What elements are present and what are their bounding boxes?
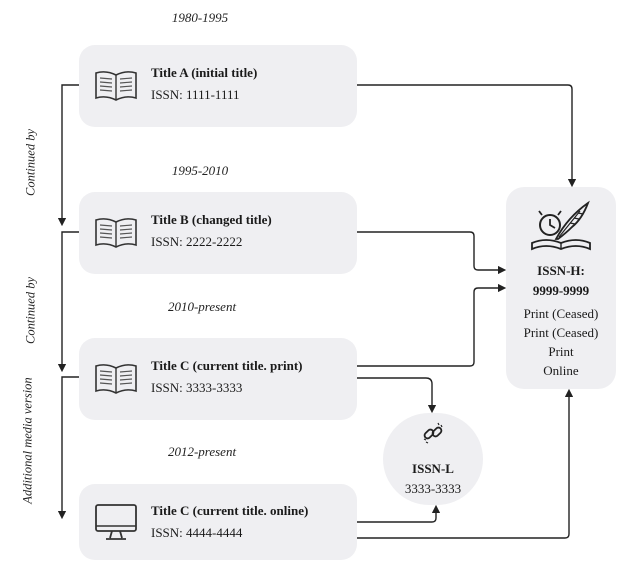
relation-label-2: Continued by — [23, 277, 38, 345]
issn-l-value: 3333-3333 — [404, 481, 462, 496]
title-c-print-to-issn-l — [357, 377, 437, 414]
issn-h-media-item: Print — [548, 344, 574, 359]
title-c-print-name: Title C (current title. print) — [151, 358, 303, 373]
issn-h-media-item: Online — [543, 363, 579, 378]
issn-h-label: ISSN-H: — [537, 263, 585, 278]
title-c-print-card: Title C (current title. print) ISSN: 333… — [79, 338, 357, 420]
continued-by-connector-1 — [57, 84, 79, 227]
media-version-connector — [57, 376, 79, 520]
book-icon — [95, 218, 137, 248]
period-label-a: 1980-1995 — [171, 10, 229, 25]
quill-book-clock-icon — [531, 200, 591, 251]
monitor-icon — [95, 504, 137, 540]
book-icon — [95, 364, 137, 394]
title-a-name: Title A (initial title) — [151, 65, 258, 80]
continued-by-connector-2 — [57, 231, 79, 373]
title-a-card: Title A (initial title) ISSN: 1111-1111 — [79, 45, 357, 127]
title-b-issn: ISSN: 2222-2222 — [151, 234, 243, 249]
issn-h-card: ISSN-H: 9999-9999 Print (Ceased) Print (… — [506, 187, 616, 389]
title-c-online-name: Title C (current title. online) — [151, 503, 309, 518]
issn-h-media-item: Print (Ceased) — [523, 306, 599, 321]
link-icon — [423, 422, 443, 444]
title-c-online-card: Title C (current title. online) ISSN: 44… — [79, 484, 357, 560]
period-label-b: 1995-2010 — [171, 163, 229, 178]
book-icon — [95, 71, 137, 101]
title-c-print-issn: ISSN: 3333-3333 — [151, 380, 243, 395]
period-label-c-print: 2010-present — [167, 299, 237, 314]
issn-l-label: ISSN-L — [412, 461, 454, 476]
title-a-issn: ISSN: 1111-1111 — [151, 87, 240, 102]
issn-l-card: ISSN-L 3333-3333 — [383, 413, 483, 505]
relation-label-1: Continued by — [23, 129, 38, 197]
title-a-to-issn-h — [357, 84, 577, 188]
issn-h-media-item: Print (Ceased) — [523, 325, 599, 340]
title-c-print-to-issn-h — [357, 283, 507, 367]
title-b-card: Title B (changed title) ISSN: 2222-2222 — [79, 192, 357, 274]
period-label-c-online: 2012-present — [167, 444, 237, 459]
title-c-online-issn: ISSN: 4444-4444 — [151, 525, 243, 540]
issn-h-value: 9999-9999 — [532, 283, 590, 298]
issn-h-heading: ISSN-H: 9999-9999 — [506, 261, 616, 301]
title-b-name: Title B (changed title) — [151, 212, 272, 227]
title-c-online-to-issn-h — [357, 388, 574, 539]
issn-h-media-list: Print (Ceased) Print (Ceased) Print Onli… — [506, 305, 616, 381]
relation-label-3: Additional media version — [20, 377, 35, 504]
title-c-online-to-issn-l — [357, 504, 441, 523]
title-b-to-issn-h — [357, 231, 507, 275]
